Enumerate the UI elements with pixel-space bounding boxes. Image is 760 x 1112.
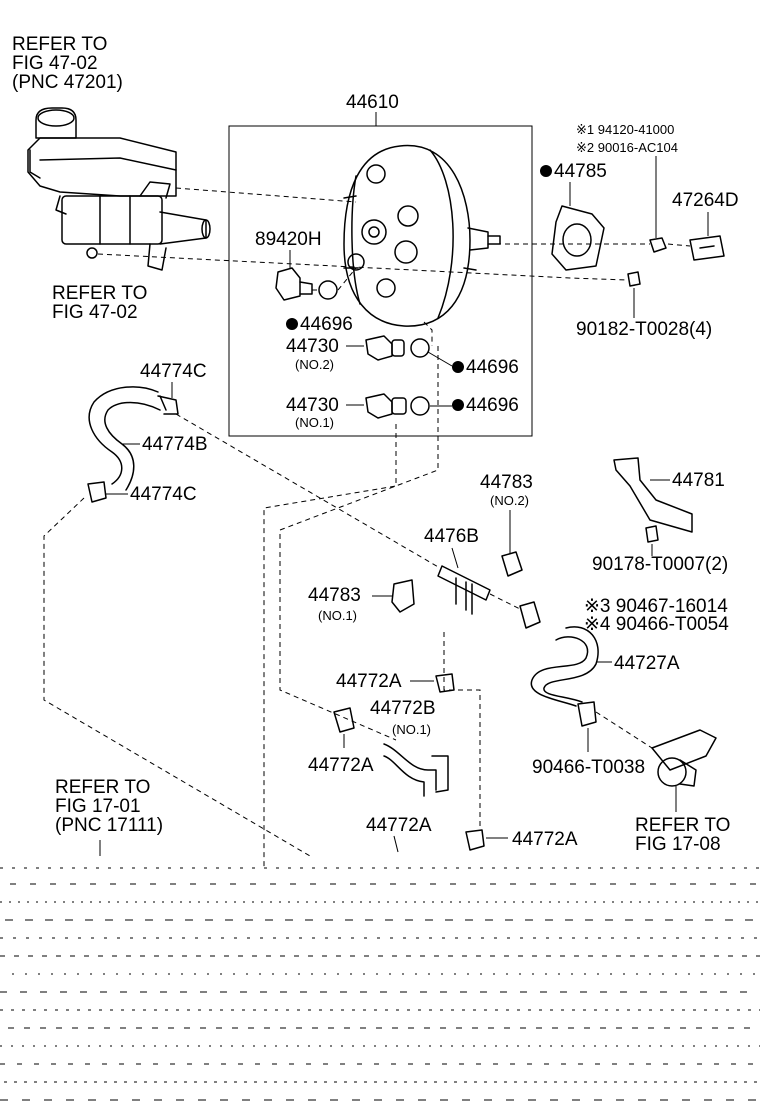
booster-assembly-frame — [228, 125, 533, 437]
note-3: ※3 90467-16014 — [584, 596, 728, 617]
nut-illustration — [649, 237, 667, 253]
label-44772A-d: 44772A — [512, 829, 578, 850]
vsv-illustration — [651, 729, 717, 787]
label-44774C-a: 44774C — [140, 361, 207, 382]
ref-bottom-left: REFER TO FIG 17-01 (PNC 17111) — [55, 777, 163, 836]
label-44783-no2: 44783 — [480, 472, 533, 493]
master-cylinder-illustration — [27, 107, 211, 271]
note-1: ※1 94120-41000 — [576, 122, 674, 137]
ref-top-left-line1: REFER TO — [12, 34, 107, 55]
ref-mid-left-line2: FIG 47-02 — [52, 302, 138, 323]
scan-noise-area — [0, 867, 760, 1101]
label-90182: 90182-T0028(4) — [576, 319, 712, 340]
note-4: ※4 90466-T0054 — [584, 614, 729, 635]
label-44774B: 44774B — [142, 434, 208, 455]
label-44772A-a: 44772A — [336, 671, 402, 692]
brake-booster-illustration — [343, 144, 501, 327]
label-44727A: 44727A — [614, 653, 680, 674]
check-valve-no2-illustration — [365, 335, 430, 361]
bracket-44781-illustration — [613, 457, 693, 533]
label-44696-c: 44696 — [466, 395, 519, 416]
label-44730-no2: 44730 — [286, 336, 339, 357]
ref-bottom-left-line1: REFER TO — [55, 777, 150, 798]
bullet-44696-c — [452, 399, 464, 411]
nut-90178-illustration — [645, 525, 659, 543]
clip-44783-no1-illustration — [391, 579, 415, 613]
bullet-44785 — [540, 165, 552, 177]
label-44730-no1: 44730 — [286, 395, 339, 416]
label-44696-a: 44696 — [300, 314, 353, 335]
ref-top-left-line3: (PNC 47201) — [12, 72, 123, 93]
union-4476B-illustration — [437, 565, 491, 615]
sub-no1-a: (NO.1) — [295, 415, 334, 430]
check-valve-no1-illustration — [365, 393, 430, 419]
clip-44783-no2-illustration — [501, 551, 523, 577]
ref-bottom-left-line3: (PNC 17111) — [55, 815, 163, 836]
clamp-44772A-a-illustration — [435, 673, 455, 693]
label-44772A-c: 44772A — [366, 815, 432, 836]
label-44781: 44781 — [672, 470, 725, 491]
label-90466: 90466-T0038 — [532, 757, 645, 778]
label-44785: 44785 — [554, 161, 607, 182]
nut-90182-illustration — [627, 271, 641, 287]
label-44783-no1: 44783 — [308, 585, 361, 606]
note-2: ※2 90016-AC104 — [576, 140, 678, 155]
grommet-illustration — [318, 280, 338, 300]
bullet-44696-b — [452, 361, 464, 373]
clamp-90466-illustration — [577, 701, 597, 727]
clamp-44772A-d-illustration — [465, 829, 485, 851]
clamp-44774C-b-illustration — [87, 481, 107, 503]
label-44772A-b: 44772A — [308, 755, 374, 776]
clamp-note3-illustration — [519, 601, 541, 629]
sub-no2-a: (NO.2) — [295, 357, 334, 372]
label-90178: 90178-T0007(2) — [592, 554, 728, 575]
label-47264D: 47264D — [672, 190, 739, 211]
ref-bottom-right-line2: FIG 17-08 — [635, 834, 721, 855]
hose-44774B-illustration — [88, 386, 179, 491]
hose-44772B-illustration — [383, 743, 449, 797]
sub-no1-c: (NO.1) — [392, 722, 431, 737]
gasket-44785-illustration — [551, 205, 605, 271]
ref-bottom-right: REFER TO FIG 17-08 — [635, 815, 730, 855]
ref-bottom-right-line1: REFER TO — [635, 815, 730, 836]
ref-top-left: REFER TO FIG 47-02 (PNC 47201) — [12, 34, 123, 93]
clamp-44772A-b-illustration — [333, 707, 355, 733]
ref-mid-left-line1: REFER TO — [52, 283, 147, 304]
sub-no2-b: (NO.2) — [490, 493, 529, 508]
ref-mid-left: REFER TO FIG 47-02 — [52, 283, 147, 323]
bullet-44696-a — [286, 318, 298, 330]
clip-47264D-illustration — [689, 235, 725, 261]
label-44610: 44610 — [346, 92, 399, 113]
label-89420H: 89420H — [255, 229, 322, 250]
label-44696-b: 44696 — [466, 357, 519, 378]
hose-44727A-illustration — [530, 626, 599, 707]
ref-bottom-left-line2: FIG 17-01 — [55, 796, 141, 817]
label-44774C-b: 44774C — [130, 484, 197, 505]
ref-top-left-line2: FIG 47-02 — [12, 53, 98, 74]
sensor-89420H-illustration — [275, 267, 313, 301]
label-4476B: 4476B — [424, 526, 479, 547]
sub-no1-b: (NO.1) — [318, 608, 357, 623]
label-44772B: 44772B — [370, 698, 436, 719]
